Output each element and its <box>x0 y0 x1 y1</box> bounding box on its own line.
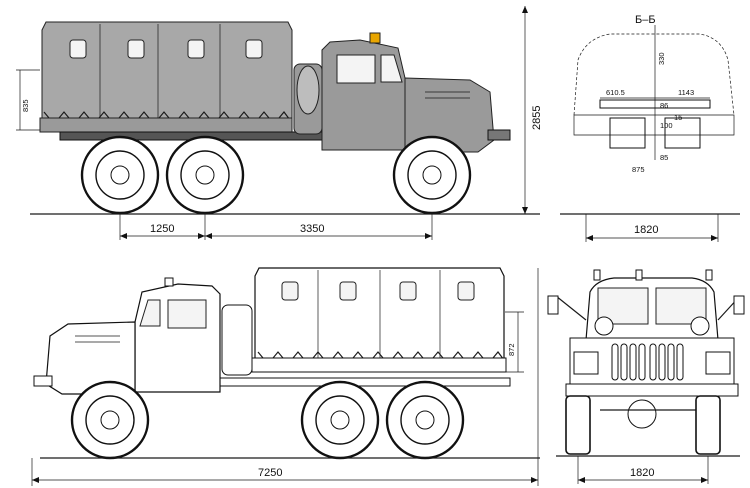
side-view-bottom: 872 7250 <box>31 267 540 486</box>
dim-label-track-top: 1820 <box>634 224 658 236</box>
tarp-window-b2 <box>339 281 357 301</box>
dim-label-872: 872 <box>507 343 516 356</box>
wheel-rear-1-top <box>80 135 160 215</box>
dim-wheelbase-top: 1250 3350 <box>119 212 433 240</box>
dim-label-875: 875 <box>632 165 645 174</box>
dim-label-3350: 3350 <box>300 223 324 235</box>
dim-label-15: 15 <box>674 113 682 122</box>
dim-label-2855: 2855 <box>531 106 543 130</box>
dim-label-610: 610.5 <box>606 88 625 97</box>
dim-label-7250: 7250 <box>258 467 282 479</box>
tarp-window-1 <box>69 39 87 59</box>
windshield-right <box>655 287 707 325</box>
wheel-front-bottom <box>70 380 150 460</box>
side-view-top: 1250 3350 2855 835 <box>16 6 543 240</box>
cargo-bed-top <box>39 117 293 133</box>
dim-label-835: 835 <box>21 99 30 112</box>
tarp-window-2 <box>127 39 145 59</box>
wheel-rear-2-bottom <box>385 380 465 460</box>
dim-length-bottom: 7250 <box>31 458 538 486</box>
tire-front-left <box>565 395 591 455</box>
tire-front-right <box>695 395 721 455</box>
tarp-window-b3 <box>399 281 417 301</box>
wheel-rear-1-bottom <box>300 380 380 460</box>
section-label: Б–Б <box>635 14 656 26</box>
dim-tarp-top: 835 <box>16 69 40 131</box>
dim-label-100: 100 <box>660 121 673 130</box>
canvas-tarp-top <box>41 21 293 121</box>
dim-label-track-bottom: 1820 <box>630 467 654 479</box>
dim-label-85: 85 <box>660 153 668 162</box>
tarp-window-b4 <box>457 281 475 301</box>
dim-label-330: 330 <box>657 52 666 65</box>
tarp-window-4 <box>245 39 263 59</box>
dim-label-1143: 1143 <box>678 88 694 97</box>
dim-height-top: 2855 <box>522 6 543 214</box>
dim-tarp-bottom: 872 <box>505 311 524 373</box>
cab-window-bottom <box>167 299 207 329</box>
beacon-light <box>369 32 381 44</box>
tarp-window-b1 <box>281 281 299 301</box>
tarp-window-3 <box>187 39 205 59</box>
dim-label-86: 86 <box>660 101 668 110</box>
wheel-front-top <box>392 135 472 215</box>
dim-label-1250: 1250 <box>150 223 174 235</box>
section-view: Б–Б 610.5 1143 86 15 100 85 875 330 1820 <box>560 14 740 242</box>
cab-window-top <box>336 54 376 84</box>
front-view: 1820 <box>547 269 745 484</box>
wheel-rear-2-top <box>165 135 245 215</box>
